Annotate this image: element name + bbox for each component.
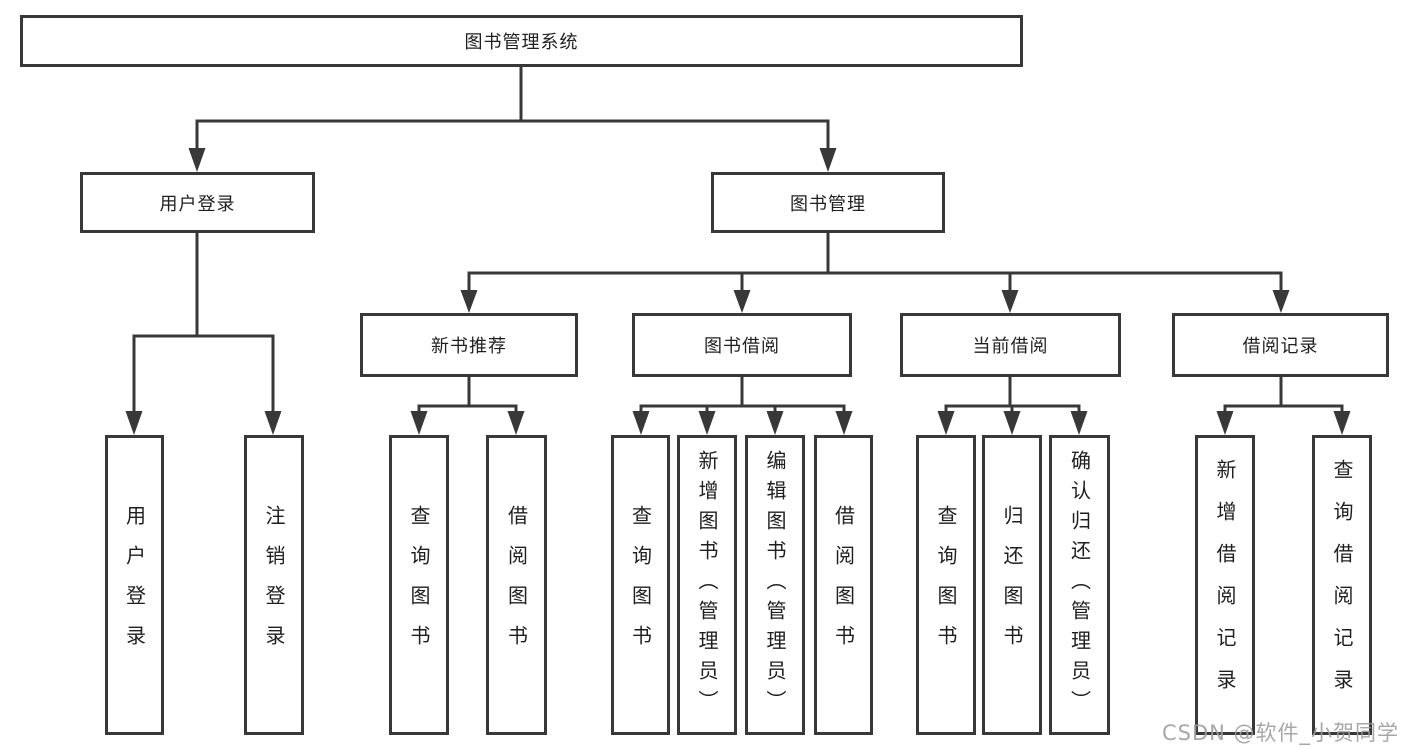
node-label: 借阅图书 [504, 505, 529, 665]
node-label: 图书借阅 [704, 336, 780, 357]
node-label: 查询图书 [628, 505, 653, 665]
leaf-current-confirm-return-admin: 确认归还（管理员） [1049, 435, 1110, 735]
node-current-borrowing: 当前借阅 [900, 313, 1121, 377]
node-label: 编辑图书（管理员） [763, 450, 787, 720]
leaf-newbook-borrow-books: 借阅图书 [486, 435, 547, 735]
node-label: 归还图书 [1000, 505, 1024, 665]
node-label: 用户登录 [122, 505, 147, 665]
leaf-user-login: 用户登录 [105, 435, 164, 735]
node-label: 用户登录 [159, 193, 236, 215]
leaf-newbook-query-books: 查询图书 [389, 435, 449, 735]
csdn-watermark: CSDN @软件_小贺同学 [1162, 721, 1400, 745]
node-label: 图书管理系统 [464, 32, 579, 53]
node-borrowing-records: 借阅记录 [1172, 313, 1389, 377]
node-book-management: 图书管理 [711, 172, 945, 233]
node-label: 借阅图书 [831, 505, 856, 665]
node-label: 确认归还（管理员） [1067, 450, 1092, 720]
leaf-borrowing-add-books-admin: 新增图书（管理员） [677, 435, 737, 735]
node-label: 查询图书 [407, 505, 431, 665]
leaf-current-return-books: 归还图书 [982, 435, 1042, 735]
node-label: 当前借阅 [972, 336, 1049, 357]
node-label: 查询图书 [934, 505, 958, 665]
leaf-records-query-record: 查询借阅记录 [1312, 435, 1372, 735]
node-label: 借阅记录 [1242, 336, 1319, 357]
leaf-current-query-books: 查询图书 [916, 435, 976, 735]
node-label: 注销登录 [262, 505, 286, 665]
arrowheads [125, 148, 1351, 435]
node-user-login: 用户登录 [80, 172, 315, 233]
leaf-borrowing-edit-books-admin: 编辑图书（管理员） [745, 435, 805, 735]
leaf-borrowing-query-books: 查询图书 [611, 435, 670, 735]
node-label: 图书管理 [790, 193, 866, 215]
leaf-logout: 注销登录 [244, 435, 304, 735]
node-book-borrowing: 图书借阅 [632, 313, 852, 377]
node-label: 新书推荐 [431, 336, 507, 357]
node-new-book-recommend: 新书推荐 [360, 313, 578, 377]
node-label: 查询借阅记录 [1330, 459, 1354, 711]
leaf-borrowing-borrow-books: 借阅图书 [814, 435, 873, 735]
node-label: 新增借阅记录 [1213, 459, 1237, 711]
node-root-library-system: 图书管理系统 [20, 15, 1023, 67]
node-label: 新增图书（管理员） [695, 450, 719, 720]
leaf-records-add-record: 新增借阅记录 [1195, 435, 1255, 735]
